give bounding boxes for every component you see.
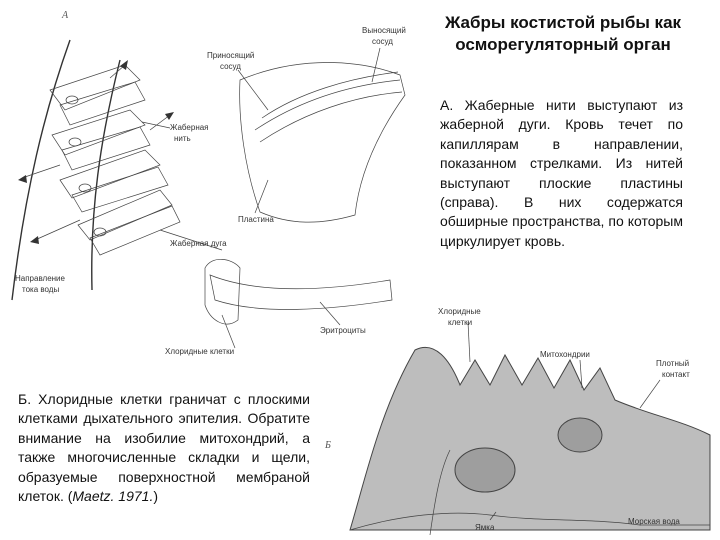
leader-pit: [489, 511, 497, 521]
epithelium-boundary: [349, 512, 710, 531]
paragraph-b-citation: Maetz. 1971.: [72, 488, 154, 505]
leader-tight-junction: [639, 379, 661, 409]
label-pit: Ямка: [475, 523, 495, 532]
label-gill-filament-2: нить: [174, 134, 191, 143]
leader-lines: [141, 47, 381, 349]
cell-nucleus-2: [557, 417, 603, 453]
label-chloride-cells-1: Хлоридные: [438, 307, 481, 316]
gill-arch-inner: [91, 59, 121, 291]
label-chloride-cells: Хлоридные клетки: [165, 347, 234, 356]
label-gill-filament-1: Жаберная: [170, 123, 209, 132]
label-tight-junction-2: контакт: [662, 370, 690, 379]
leader-chloride: [467, 321, 471, 363]
label-lamella: Пластина: [238, 215, 274, 224]
enlarged-filament: [239, 62, 406, 223]
paragraph-b: Б. Хлоридные клетки граничат с плоскими …: [18, 390, 310, 506]
leader-mitochondria: [579, 359, 583, 389]
label-water-flow-1: Направление: [15, 274, 66, 283]
label-afferent-vessel-1: Приносящий: [207, 51, 254, 60]
lamella-strip: [204, 259, 393, 325]
label-afferent-vessel-2: сосуд: [220, 62, 241, 71]
gill-arch-outline: [11, 39, 71, 301]
label-chloride-cells-2: клетки: [448, 318, 472, 327]
chloride-cell-figure: Б Хлоридные клетки Митохондрии Плотный к…: [324, 307, 711, 536]
paragraph-b-text: Б. Хлоридные клетки граничат с плоскими …: [18, 391, 310, 505]
label-sea-water: Морская вода: [628, 517, 680, 526]
label-tight-junction-1: Плотный: [656, 359, 689, 368]
label-mitochondria: Митохондрии: [540, 350, 590, 359]
figure-a-letter: А: [61, 10, 69, 21]
label-erythrocytes: Эритроциты: [320, 326, 366, 335]
gill-filament-figure: А: [11, 10, 406, 356]
pit-crevice: [429, 449, 451, 536]
label-efferent-vessel-1: Выносящий: [362, 26, 406, 35]
chloride-cell-tissue: [349, 347, 711, 531]
label-gill-arch: Жаберная дуга: [170, 239, 227, 248]
slide-title: Жабры костистой рыбы как осморегуляторны…: [444, 13, 682, 54]
cell-nucleus: [454, 447, 516, 493]
paragraph-b-end: ): [153, 488, 158, 505]
paragraph-a: А. Жаберные нити выступают из жаберной д…: [440, 97, 683, 249]
blood-flow-arrows: [18, 60, 174, 244]
figure-b-letter: Б: [324, 440, 331, 451]
label-water-flow-2: тока воды: [22, 285, 59, 294]
label-efferent-vessel-2: сосуд: [372, 37, 393, 46]
gill-filament-stack: [49, 64, 181, 256]
